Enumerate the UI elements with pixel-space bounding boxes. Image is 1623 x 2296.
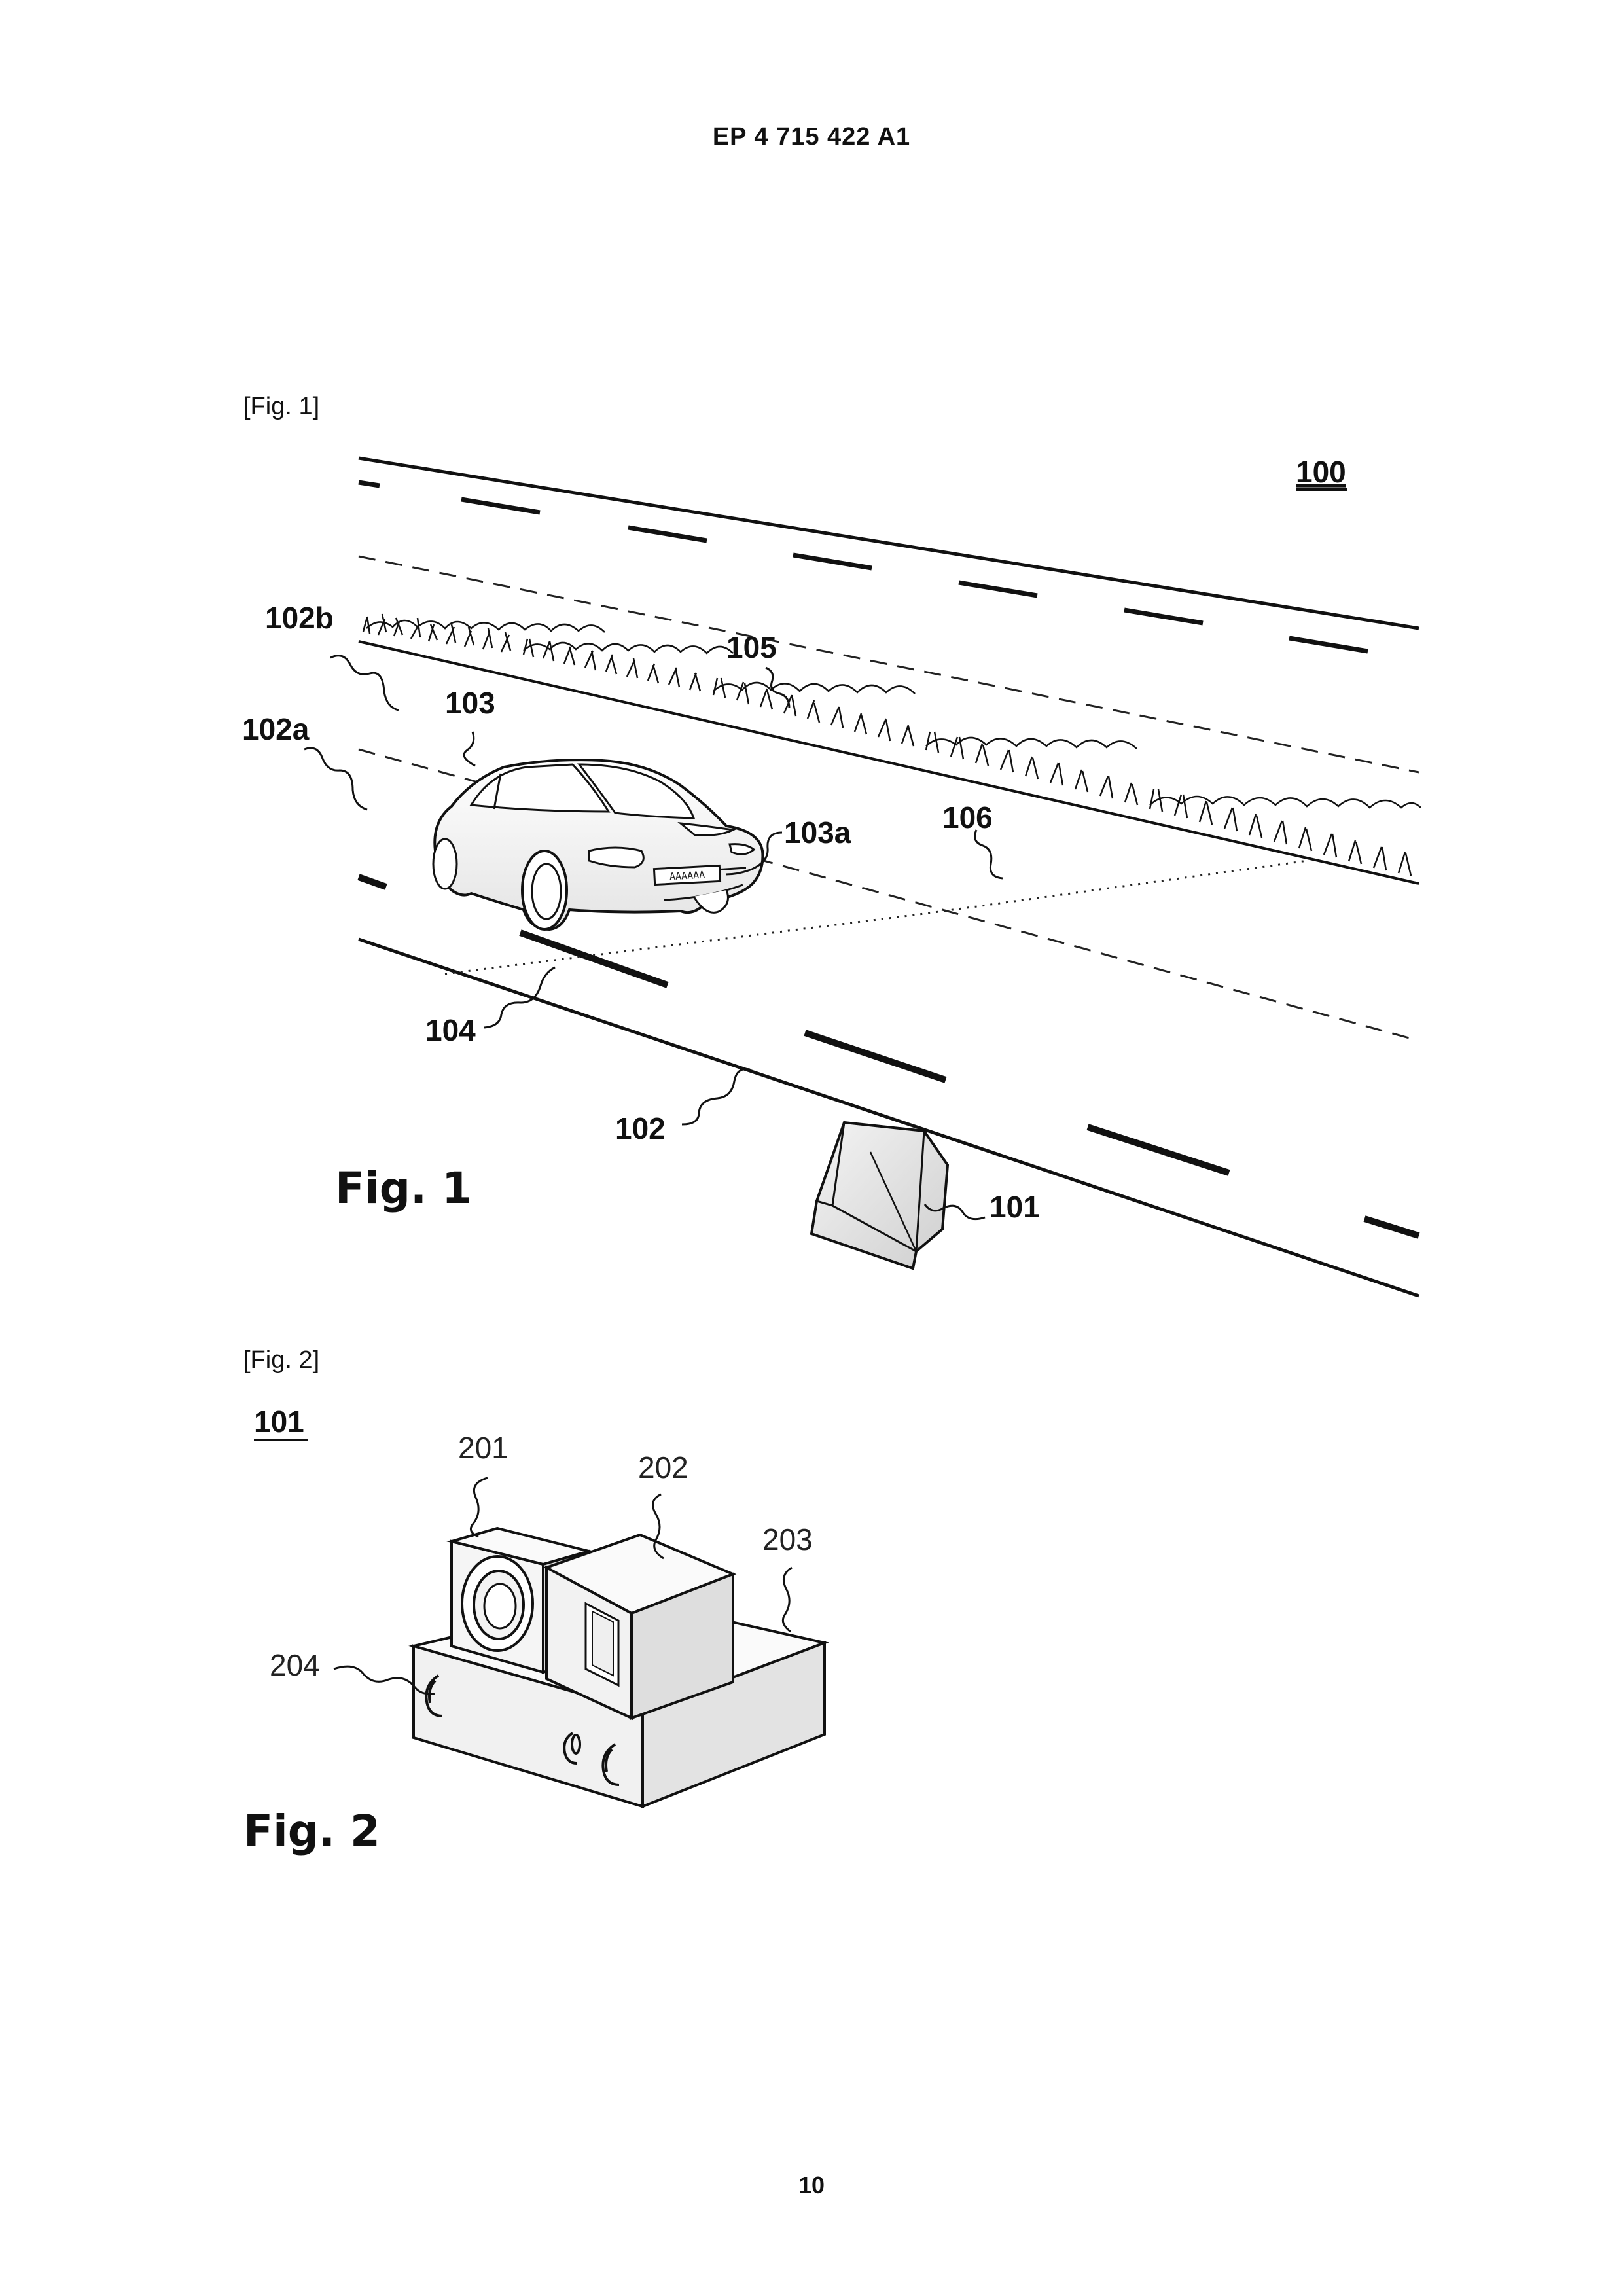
ref-103a: 103a (784, 816, 851, 850)
ref-103: 103 (445, 686, 495, 720)
ref-104: 104 (425, 1013, 476, 1047)
ref-102: 102 (615, 1111, 666, 1145)
leader-106 (975, 830, 1003, 878)
leader-102b (330, 656, 399, 710)
upper-dashed-boundary (359, 556, 1419, 772)
far-lane-markings (359, 482, 1368, 651)
figure-1-caption: Fig. 1 (335, 1163, 472, 1213)
leader-102 (682, 1069, 750, 1124)
figure-2: 101 (243, 1405, 825, 1856)
leader-103 (464, 732, 475, 766)
far-road-edge (359, 458, 1419, 628)
ref-100: 100 (1296, 455, 1346, 489)
plate-text: AAAAAA (669, 869, 705, 883)
leader-203 (783, 1568, 792, 1632)
ref-202: 202 (638, 1450, 688, 1484)
ref-106: 106 (942, 800, 993, 834)
ref-105: 105 (726, 630, 777, 664)
leader-102a (304, 748, 367, 810)
ref-201: 201 (458, 1431, 508, 1465)
module-box (546, 1535, 733, 1718)
figure-1: AAAAAA 100 102b 102a 103 10 (242, 455, 1421, 1296)
ref-204: 204 (270, 1648, 320, 1682)
ref-203: 203 (762, 1522, 813, 1556)
ref-102a: 102a (242, 712, 310, 746)
figure-2-caption: Fig. 2 (243, 1806, 380, 1856)
vehicle: AAAAAA (433, 760, 762, 929)
ref-101-fig1: 101 (990, 1190, 1040, 1224)
roadside-sensor (812, 1122, 948, 1268)
leader-104 (484, 967, 555, 1028)
leader-201 (471, 1478, 488, 1537)
ref-101-fig2: 101 (254, 1405, 304, 1439)
ref-102b: 102b (265, 601, 334, 635)
